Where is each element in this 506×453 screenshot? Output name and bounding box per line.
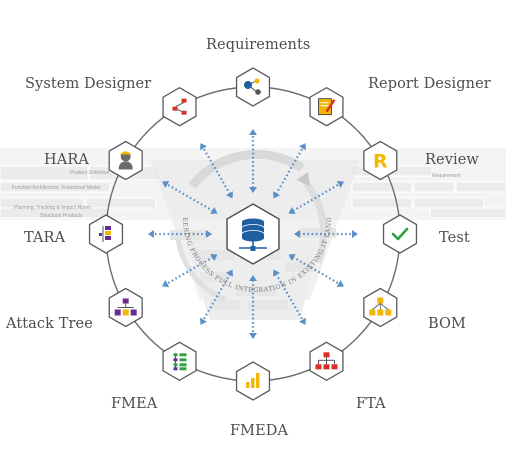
bg-text-1: Function Architecture [12, 185, 59, 191]
svg-text:R: R [373, 151, 388, 173]
label-fmea: FMEA [111, 396, 158, 412]
letter-r-icon: R [373, 151, 388, 173]
connector-arrow-review [288, 181, 344, 214]
label-system-designer: System Designer [25, 76, 152, 92]
connector-arrow-fmea [200, 269, 233, 325]
connector-arrow-requirements [249, 129, 257, 193]
module-node-report-designer[interactable] [309, 86, 344, 127]
bar-chart-icon [246, 373, 260, 388]
worker-icon [118, 151, 133, 170]
label-requirements: Requirements [206, 37, 311, 53]
connector-arrow-bom [288, 254, 344, 287]
module-node-fta[interactable] [309, 341, 344, 382]
bg-text-2: Functional Model [62, 185, 101, 191]
connector-arrow-system-designer [200, 143, 233, 199]
label-review: Review [425, 152, 479, 168]
hierarchy-icon [369, 297, 392, 316]
label-tara: TARA [24, 230, 66, 246]
label-hara: HARA [44, 152, 89, 168]
bg-text-5: Requirement [432, 173, 461, 179]
module-node-system-designer[interactable] [162, 86, 197, 127]
checkmark-icon [391, 227, 409, 241]
label-fta: FTA [356, 396, 386, 412]
connector-arrow-report-designer [273, 143, 306, 199]
label-report-designer: Report Designer [368, 76, 491, 92]
module-node-requirements[interactable] [235, 67, 271, 107]
connector-arrow-test [294, 230, 358, 238]
label-test: Test [439, 230, 470, 246]
workflow-icon [172, 98, 187, 115]
fault-tree-icon [315, 352, 338, 370]
network-nodes-icon [244, 78, 261, 95]
bg-text-0: Product Definition [70, 170, 110, 176]
connector-arrow-hara [162, 181, 218, 214]
document-pen-icon [318, 98, 336, 116]
connector-arrow-tara [148, 230, 212, 238]
bg-text-3: Planning, Tracking & Impact Notes [14, 205, 91, 211]
module-node-fmea[interactable] [162, 341, 197, 382]
database-icon [226, 203, 280, 265]
connector-arrow-fmeda [249, 275, 257, 339]
label-bom: BOM [428, 316, 466, 332]
module-node-hara[interactable] [108, 140, 143, 181]
module-node-bom[interactable] [363, 287, 398, 328]
module-node-test[interactable] [382, 214, 418, 254]
module-node-review[interactable]: R [363, 140, 398, 181]
bg-text-4: Structural Products [40, 213, 83, 219]
module-node-tara[interactable] [88, 214, 124, 254]
label-attack-tree: Attack Tree [6, 316, 93, 332]
label-fmeda: FMEDA [230, 423, 289, 439]
module-node-fmeda[interactable] [235, 361, 271, 401]
shield-list-icon [99, 226, 111, 242]
connector-arrow-attack-tree [162, 254, 218, 287]
module-node-attack-tree[interactable] [108, 287, 143, 328]
org-chart-icon [114, 298, 137, 316]
tree-list-icon [173, 353, 187, 371]
connector-arrow-fta [273, 269, 306, 325]
